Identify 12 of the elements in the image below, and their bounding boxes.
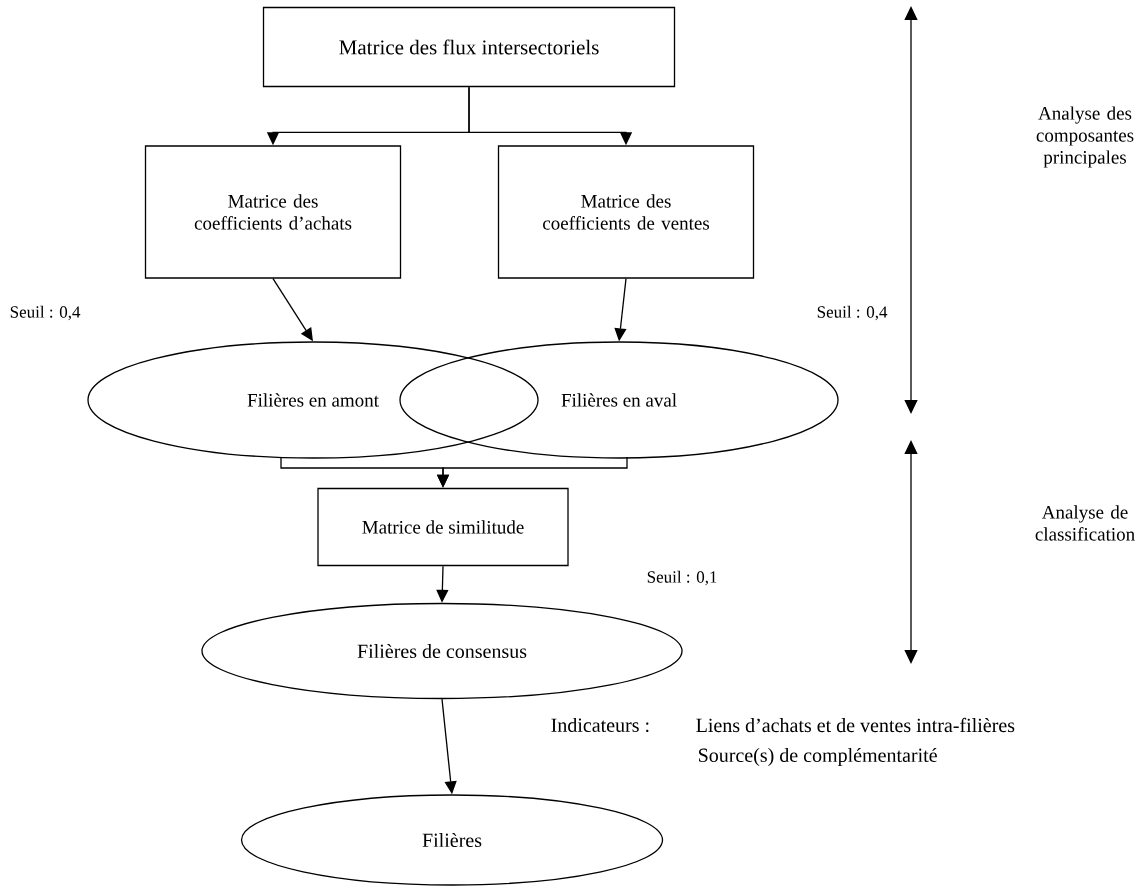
note-text: Indicateurs : — [551, 717, 649, 733]
process-box: Matrice des coefficients d’achats — [144, 145, 402, 279]
note-text: Liens d’achats et de ventes intra-filières — [696, 717, 1015, 733]
note-text: Seuil : 0,1 — [647, 570, 717, 586]
process-box: Matrice de similitude — [317, 487, 569, 567]
note-text: Seuil : 0,4 — [817, 305, 888, 321]
note-text: Source(s) de complémentarité — [699, 747, 937, 767]
process-box: Matrice des coefficients de ventes — [497, 145, 755, 279]
process-box: Matrice des flux intersectoriels — [262, 6, 676, 88]
note-text: Analyse des composantes principales — [1036, 106, 1134, 168]
note-text: Analyse de classification — [1035, 505, 1135, 541]
note-text: Seuil : 0,4 — [10, 305, 81, 321]
